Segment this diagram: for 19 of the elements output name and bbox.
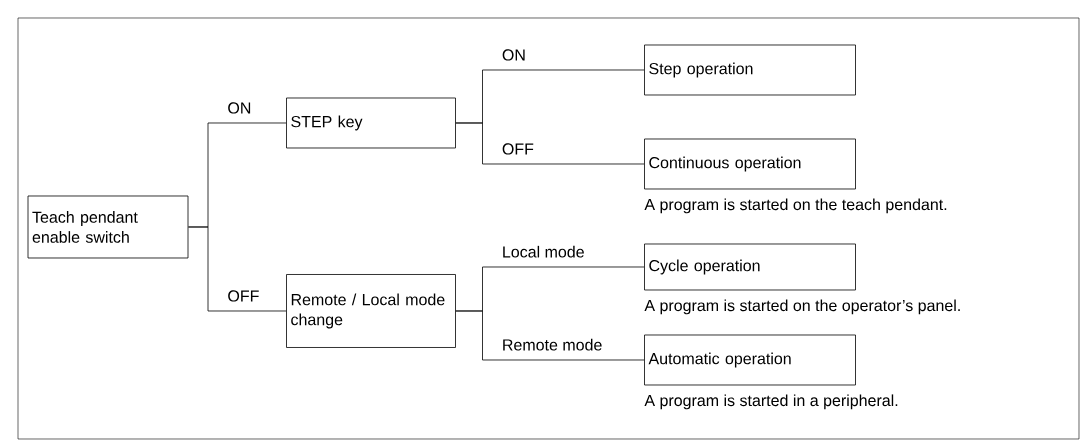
process-box: Remote / Local mode change	[286, 274, 456, 348]
edge-label: Local mode	[503, 245, 584, 258]
process-box: Automatic operation	[644, 334, 856, 386]
note-text: A program is started on the teach pendant.	[644, 198, 947, 214]
note-text: A program is started on the operator’s panel.	[644, 299, 960, 315]
process-box: Continuous operation	[644, 138, 856, 190]
edge-label: OFF	[502, 143, 534, 155]
process-box: STEP key	[286, 97, 456, 149]
connector-line	[188, 226, 287, 312]
edge-label: ON	[228, 102, 251, 114]
process-box: Cycle operation	[644, 243, 856, 291]
edge-label: OFF	[228, 290, 259, 302]
process-box: Step operation	[644, 44, 856, 96]
edge-label: Remote mode	[503, 338, 602, 351]
edge-label: ON	[502, 49, 525, 61]
process-box: Teach pendant enable switch	[27, 195, 189, 259]
connector-line	[455, 122, 645, 165]
note-text: A program is started in a peripheral.	[644, 394, 898, 410]
connector-line	[455, 310, 645, 361]
